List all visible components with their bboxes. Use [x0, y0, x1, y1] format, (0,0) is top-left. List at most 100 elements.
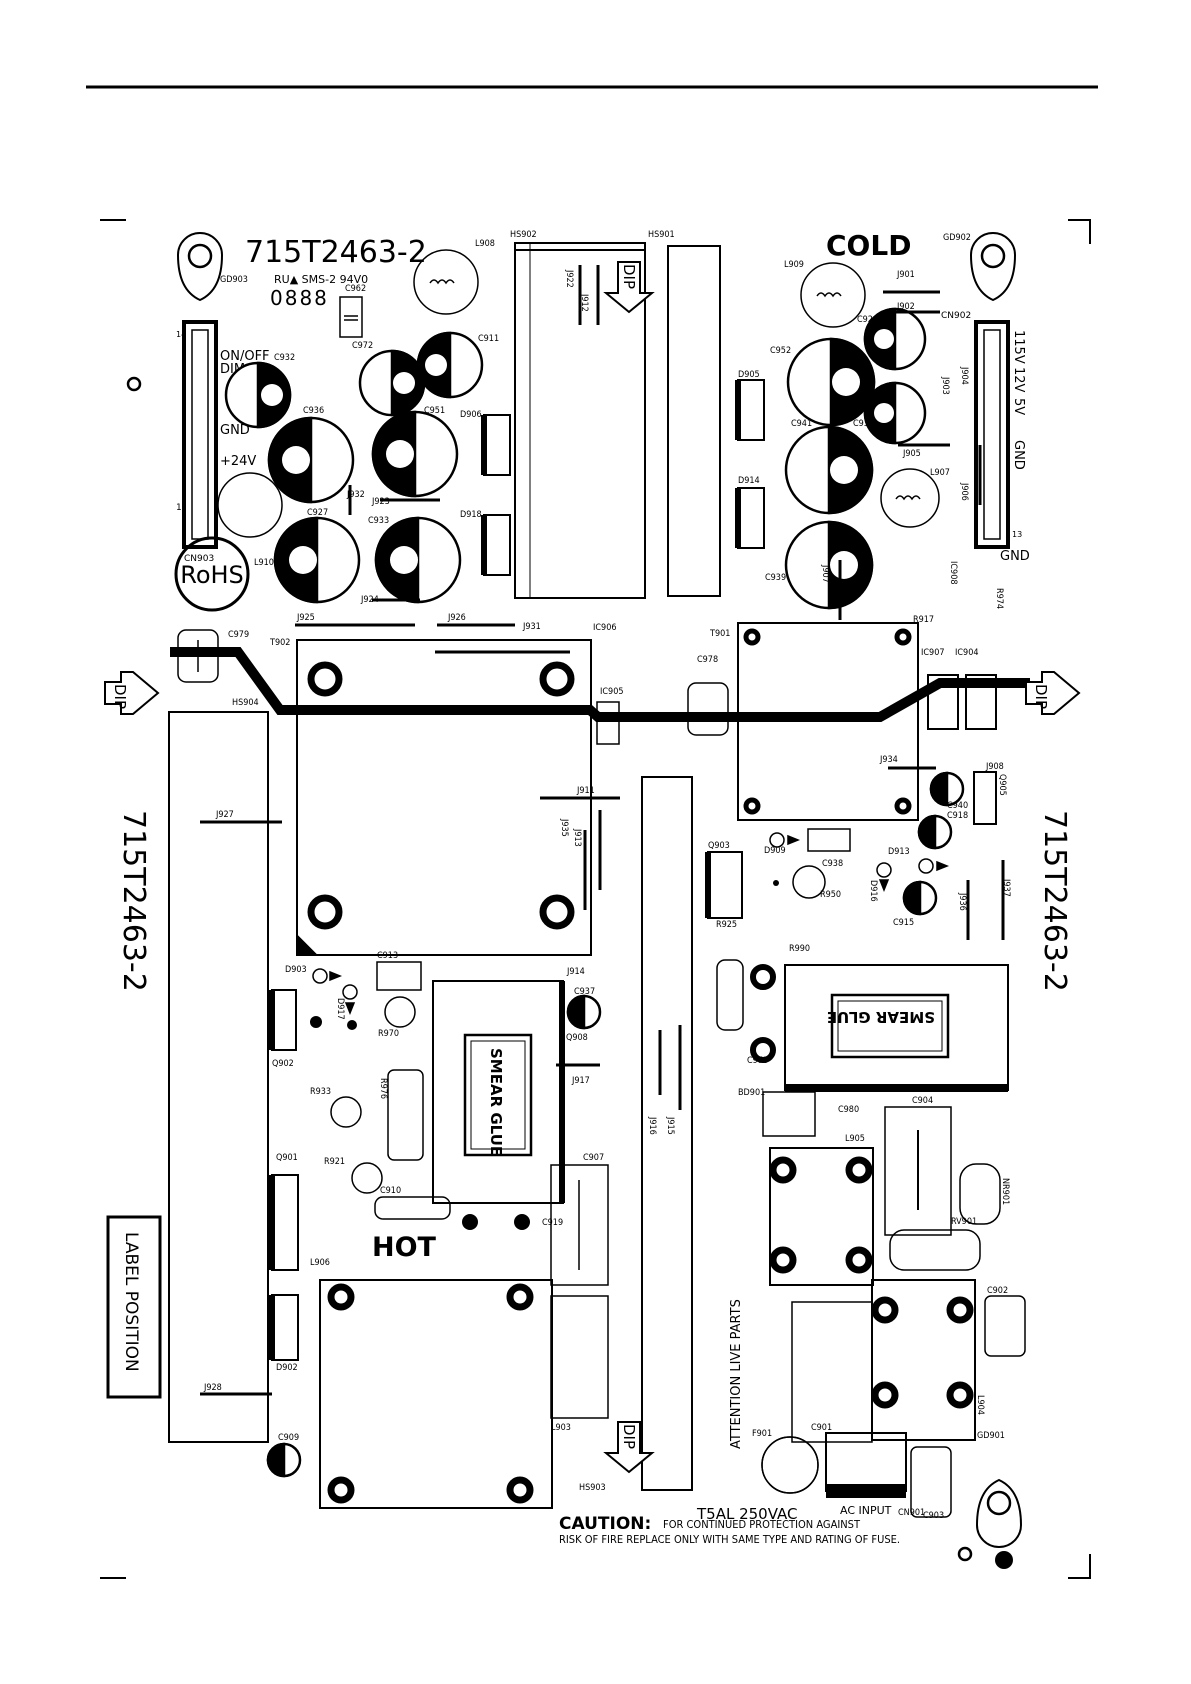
svg-text:C904: C904	[912, 1096, 933, 1106]
svg-text:C980: C980	[838, 1105, 859, 1115]
svg-text:C927: C927	[307, 508, 328, 518]
svg-text:J905: J905	[902, 449, 921, 459]
svg-text:J931: J931	[522, 622, 541, 632]
svg-text:Q903: Q903	[708, 841, 730, 851]
svg-text:J916: J916	[647, 1116, 657, 1135]
svg-text:R990: R990	[789, 944, 810, 954]
svg-text:L910: L910	[254, 558, 274, 568]
svg-text:D909: D909	[764, 846, 786, 856]
svg-text:J925: J925	[296, 613, 315, 623]
cn902-pin-115v: 115V	[1011, 330, 1026, 364]
caution-line2: RISK OF FIRE REPLACE ONLY WITH SAME TYPE…	[559, 1533, 900, 1546]
date-code: 0888	[270, 286, 329, 310]
svg-text:J901: J901	[896, 270, 915, 280]
svg-text:R976: R976	[378, 1078, 388, 1099]
svg-text:J902: J902	[896, 302, 915, 312]
svg-text:L906: L906	[310, 1258, 330, 1268]
svg-text:J911: J911	[576, 786, 595, 796]
small-diodes	[312, 832, 950, 1016]
cn903-pin-onoff: ON/OFF	[220, 349, 270, 364]
svg-text:IC904: IC904	[955, 648, 979, 658]
svg-text:HS902: HS902	[510, 230, 537, 240]
svg-text:C962: C962	[345, 284, 366, 294]
transformer-t901	[737, 622, 919, 821]
svg-text:J906: J906	[959, 482, 969, 501]
svg-text:CN901: CN901	[898, 1508, 925, 1518]
electrolytic-caps	[224, 307, 965, 1478]
svg-text:C937: C937	[574, 987, 595, 997]
caution-line1: FOR CONTINUED PROTECTION AGAINST	[663, 1518, 861, 1531]
svg-text:J935: J935	[559, 818, 569, 837]
svg-text:HS903: HS903	[579, 1483, 606, 1493]
svg-text:Q901: Q901	[276, 1153, 298, 1163]
svg-text:R970: R970	[378, 1029, 399, 1039]
svg-text:C907: C907	[583, 1153, 604, 1163]
svg-text:R933: R933	[310, 1087, 331, 1097]
svg-text:DIP: DIP	[620, 1424, 638, 1449]
line-filter-l904	[871, 1279, 976, 1441]
svg-text:C978: C978	[697, 655, 718, 665]
part-number-left: 715T2463-2	[116, 810, 151, 992]
svg-text:BD901: BD901	[738, 1088, 765, 1098]
ac-input-label: AC INPUT	[840, 1504, 892, 1517]
ref-cn902: CN902	[941, 311, 971, 321]
cn902-pin-gnd: GND	[1011, 440, 1026, 470]
svg-text:J907: J907	[820, 564, 830, 583]
cn903-pin-gnd: GND	[220, 423, 250, 438]
connector-cn902: 13	[974, 320, 1022, 549]
svg-text:GD903: GD903	[220, 275, 248, 285]
svg-text:J917: J917	[571, 1076, 590, 1086]
svg-text:IC908: IC908	[948, 561, 958, 585]
svg-text:GD901: GD901	[977, 1431, 1005, 1441]
svg-text:IC905: IC905	[600, 687, 624, 697]
svg-text:C911: C911	[478, 334, 499, 344]
svg-text:C909: C909	[278, 1433, 299, 1443]
svg-text:J903: J903	[940, 376, 950, 395]
svg-text:C915: C915	[893, 918, 914, 928]
svg-text:D906: D906	[460, 410, 482, 420]
rohs-badge: RoHS	[174, 536, 250, 612]
svg-text:D902: D902	[276, 1363, 298, 1373]
svg-text:C933: C933	[368, 516, 389, 526]
heatsink-hs903	[641, 776, 693, 1491]
svg-text:T902: T902	[269, 638, 290, 648]
svg-text:IC907: IC907	[921, 648, 945, 658]
svg-text:D918: D918	[460, 510, 482, 520]
heatsink-hs902	[514, 242, 646, 599]
part-number-right: 715T2463-2	[1037, 810, 1072, 992]
heatsink-hs904	[168, 711, 269, 1443]
svg-text:C951: C951	[424, 406, 445, 416]
cn902-pin-12v: 12V	[1011, 367, 1026, 393]
power-devices	[269, 379, 997, 1498]
dip-arrow-right: DIP	[1025, 671, 1081, 715]
svg-text:C952: C952	[770, 346, 791, 356]
svg-text:GD902: GD902	[943, 233, 971, 243]
transformer-center	[319, 1279, 553, 1509]
svg-text:J923: J923	[371, 497, 390, 507]
cn902-gnd-label: GND	[1000, 549, 1030, 564]
svg-text:D916: D916	[868, 880, 878, 902]
ref-cn903: CN903	[184, 554, 214, 564]
svg-text:C901: C901	[811, 1423, 832, 1433]
svg-text:L907: L907	[930, 468, 950, 478]
inductor-block-smear-right	[750, 964, 1009, 1092]
svg-text:J932: J932	[346, 490, 365, 500]
cn902-pin-5v: 5V	[1011, 398, 1026, 415]
svg-text:J927: J927	[215, 810, 234, 820]
svg-text:J908: J908	[985, 762, 1004, 772]
svg-text:C918: C918	[947, 811, 968, 821]
svg-text:R921: R921	[324, 1157, 345, 1167]
svg-text:L908: L908	[475, 239, 495, 249]
ul-mark: RU▲ SMS-2 94V0	[274, 273, 368, 286]
part-number-top: 715T2463-2	[245, 235, 427, 270]
svg-text:C932: C932	[274, 353, 295, 363]
svg-text:J937: J937	[1001, 878, 1011, 897]
svg-text:IC906: IC906	[593, 623, 617, 633]
svg-text:C941: C941	[791, 419, 812, 429]
svg-text:F901: F901	[752, 1429, 772, 1439]
svg-text:13: 13	[1012, 530, 1022, 539]
svg-text:J936: J936	[957, 892, 967, 911]
svg-text:C940: C940	[947, 801, 968, 811]
svg-text:L909: L909	[784, 260, 804, 270]
